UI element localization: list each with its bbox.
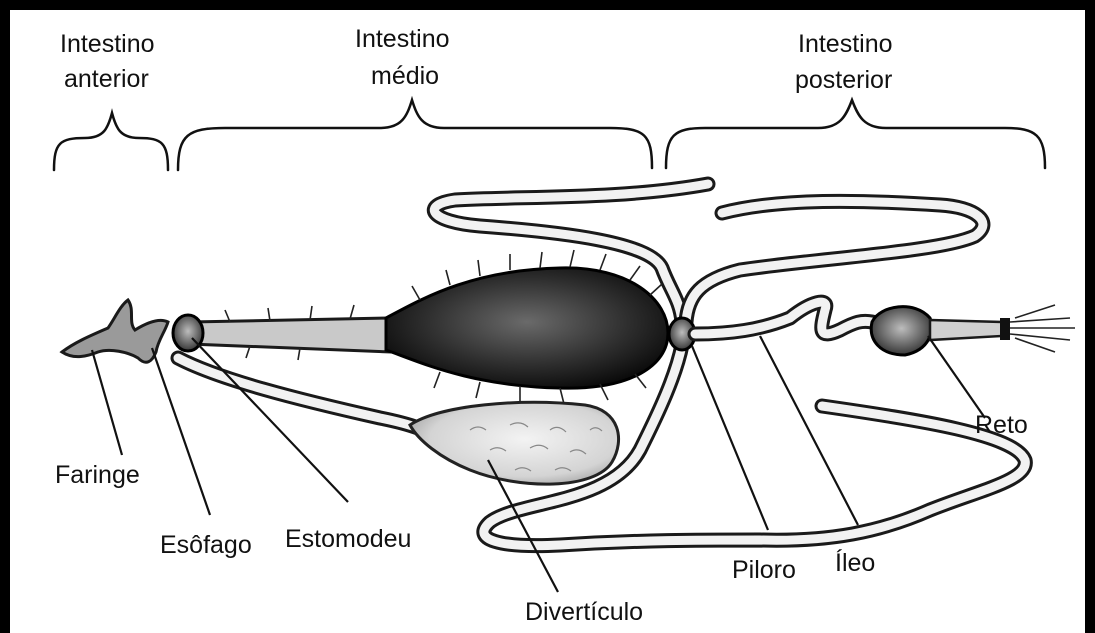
label-piloro: Piloro [732, 556, 796, 584]
label-intestino-anterior-1: Intestino [60, 30, 155, 58]
label-intestino-anterior-2: anterior [64, 65, 149, 93]
midgut-body [386, 268, 668, 388]
label-esofago: Esôfago [160, 531, 252, 559]
brace-intestino-medio [178, 100, 652, 170]
leader-faringe [92, 350, 122, 455]
label-faringe: Faringe [55, 461, 140, 489]
anus-hairs [1010, 305, 1075, 352]
diverticulum-sac [410, 402, 619, 484]
label-estomodeu: Estomodeu [285, 525, 411, 553]
label-reto: Reto [975, 411, 1028, 439]
esophagus-tube [190, 318, 390, 352]
label-diverticulo: Divertículo [525, 598, 643, 626]
label-intestino-posterior-2: posterior [795, 66, 892, 94]
leader-piloro [692, 346, 768, 530]
label-ileo: Íleo [835, 548, 875, 577]
label-intestino-medio-1: Intestino [355, 25, 450, 53]
brace-intestino-anterior [54, 113, 168, 170]
leader-ileo [760, 336, 858, 525]
leader-reto [928, 336, 985, 418]
label-intestino-medio-2: médio [371, 62, 439, 90]
anus [1000, 318, 1010, 340]
label-intestino-posterior-1: Intestino [798, 30, 893, 58]
brace-intestino-posterior [666, 100, 1045, 168]
rectum-tube [930, 320, 1002, 340]
pharynx [62, 300, 168, 362]
leader-estomodeu [192, 338, 348, 502]
rectum-bulb [871, 307, 931, 355]
